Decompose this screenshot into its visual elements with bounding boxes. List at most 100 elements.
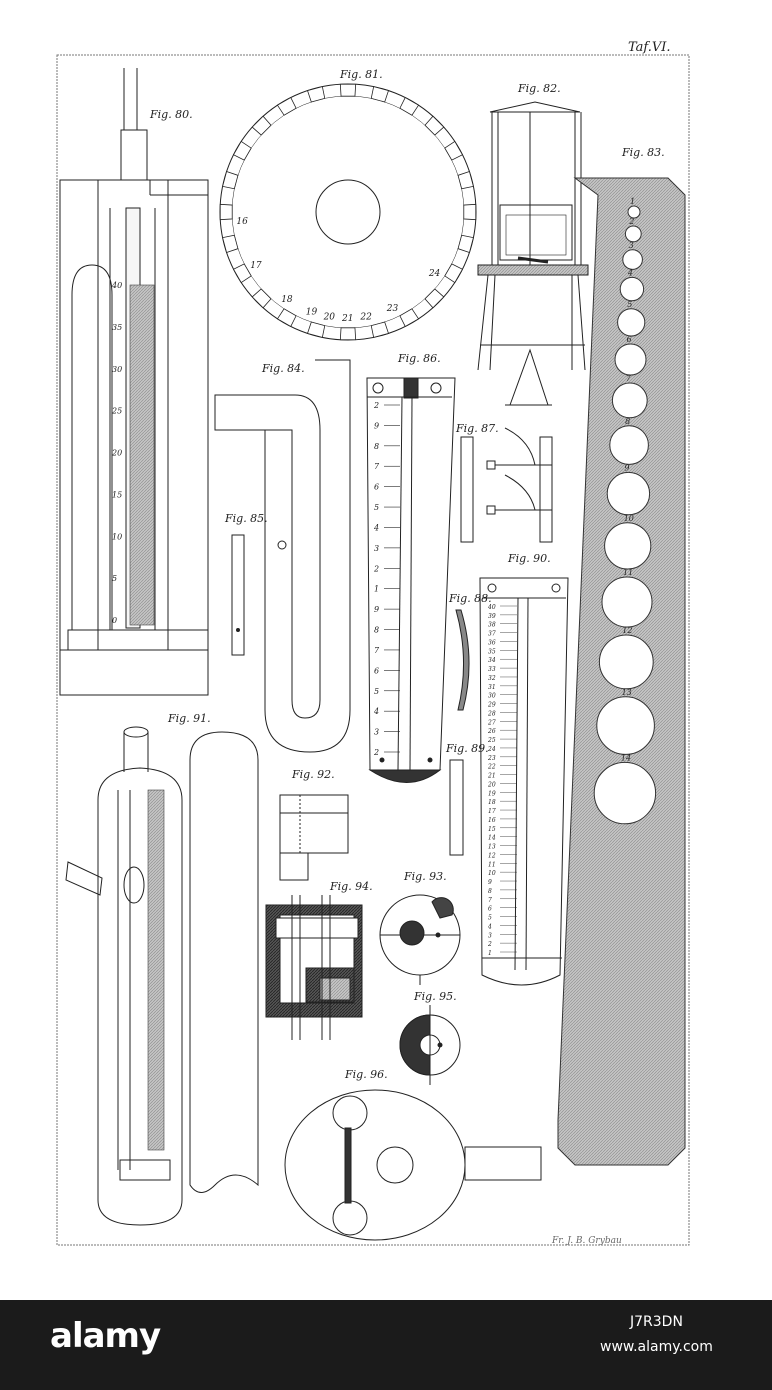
fig88-caption: Fig. 88. — [448, 592, 492, 605]
gauge-hole — [619, 276, 645, 302]
wheel-number: 23 — [386, 304, 399, 314]
wheel-tooth — [307, 86, 326, 103]
fig90-scale-label: 37 — [488, 631, 496, 638]
fig90-scale-label: 18 — [488, 799, 496, 806]
wheel-tooth — [307, 321, 326, 338]
fig90-scale-label: 29 — [487, 702, 496, 709]
fig90-scale-label: 28 — [487, 710, 496, 717]
fig90-scale-label: 9 — [488, 879, 492, 886]
fig90-scale-label: 1 — [488, 950, 492, 957]
fig90-scale-label: 32 — [488, 675, 496, 682]
wheel-number: 20 — [323, 312, 336, 322]
fig90-scale-label: 21 — [487, 773, 496, 780]
fig90-scale-label: 13 — [488, 844, 496, 851]
fig80-scale-label: 10 — [112, 532, 122, 541]
fig90-scale-label: 11 — [488, 861, 496, 868]
wheel-number: 24 — [428, 269, 441, 279]
fig80-scale-label: 0 — [112, 616, 117, 625]
fig86-scale-label: 2 — [373, 401, 379, 410]
wheel-number: 22 — [359, 312, 372, 322]
gauge-hole-number: 7 — [626, 374, 632, 383]
gauge-hole — [593, 761, 657, 825]
fig90-scale-label: 3 — [488, 932, 492, 939]
fig90-scale-label: 15 — [488, 826, 496, 833]
gauge-hole-number: 13 — [622, 688, 632, 697]
fig80-scale-label: 5 — [112, 574, 117, 583]
gauge-hole-number: 6 — [627, 335, 632, 344]
wheel-tooth — [370, 86, 389, 103]
gauge-hole-number: 9 — [624, 463, 629, 472]
fig95-caption: Fig. 95. — [413, 990, 457, 1003]
plate-border — [56, 54, 690, 1246]
figure-93-drawing — [379, 894, 461, 985]
fig90-scale-label: 17 — [488, 808, 496, 815]
figure-84-drawing — [214, 359, 351, 753]
fig84-caption: Fig. 84. — [261, 362, 305, 375]
fig90-caption: Fig. 90. — [507, 552, 551, 565]
gauge-hole — [606, 471, 651, 516]
fig86-scale-label: 3 — [374, 728, 379, 737]
gauge-hole — [598, 634, 654, 690]
fig89-caption: Fig. 89. — [445, 742, 489, 755]
gauge-hole — [627, 205, 641, 219]
figure-82-drawing — [477, 101, 589, 406]
fig81-caption: Fig. 81. — [339, 68, 383, 81]
fig86-scale-label: 7 — [374, 462, 380, 471]
fig86-scale-label: 6 — [374, 483, 379, 492]
watermark-logo: alamy — [50, 1316, 161, 1356]
fig86-scale-label: 4 — [373, 523, 379, 532]
fig90-scale-label: 4 — [487, 923, 492, 930]
gauge-hole-number: 4 — [627, 268, 633, 277]
fig90-scale-label: 6 — [488, 906, 492, 913]
watermark-image-id: J7R3DN — [630, 1314, 683, 1330]
figure-90-drawing — [479, 577, 569, 986]
fig90-scale-label: 5 — [488, 915, 492, 922]
fig86-scale-label: 2 — [373, 748, 379, 757]
fig80-caption: Fig. 80. — [149, 108, 193, 121]
figure-95-drawing — [399, 1005, 461, 1085]
fig80-scale-label: 20 — [111, 449, 122, 458]
wheel-tooth — [424, 115, 445, 136]
fig86-caption: Fig. 86. — [397, 352, 441, 365]
fig80-scale-label: 40 — [111, 281, 122, 290]
wheel-tooth — [463, 203, 477, 221]
wheel-tooth — [399, 96, 420, 116]
fig90-scale-label: 27 — [487, 719, 496, 726]
figure-89-drawing — [449, 759, 464, 856]
fig94-caption: Fig. 94. — [329, 880, 373, 893]
gauge-hole — [617, 308, 646, 337]
gauge-hole-number: 8 — [625, 417, 630, 426]
fig90-scale-label: 31 — [488, 684, 496, 691]
figure-90-scale: 4039383736353433323130292827262524232221… — [487, 604, 517, 957]
fig90-scale-label: 40 — [487, 604, 496, 611]
wheel-tooth — [251, 115, 272, 136]
watermark-url: www.alamy.com — [600, 1339, 713, 1355]
fig86-scale-label: 9 — [374, 605, 379, 614]
fig80-scale-label: 25 — [111, 407, 122, 416]
figure-94-drawing — [265, 895, 363, 1040]
wheel-tooth — [251, 288, 272, 309]
wheel-tooth — [444, 263, 464, 284]
gauge-hole-number: 12 — [622, 626, 632, 635]
figure-85-drawing — [231, 534, 245, 656]
wheel-tooth — [457, 234, 474, 253]
fig90-scale-label: 14 — [488, 835, 496, 842]
fig90-scale-label: 23 — [487, 755, 496, 762]
wheel-number: 19 — [306, 308, 318, 318]
figure-96-drawing — [284, 1089, 542, 1241]
fig80-scale-label: 15 — [112, 490, 122, 499]
fig82-caption: Fig. 82. — [517, 82, 561, 95]
fig83-caption: Fig. 83. — [621, 146, 665, 159]
watermark-banner — [0, 1300, 772, 1390]
fig90-scale-label: 8 — [488, 888, 492, 895]
fig90-scale-label: 26 — [487, 728, 496, 735]
fig90-scale-label: 16 — [488, 817, 496, 824]
figure-80-drawing — [59, 68, 209, 696]
figure-87-drawing — [460, 427, 553, 543]
fig86-scale-label: 8 — [374, 442, 379, 451]
fig87-caption: Fig. 87. — [455, 422, 499, 435]
